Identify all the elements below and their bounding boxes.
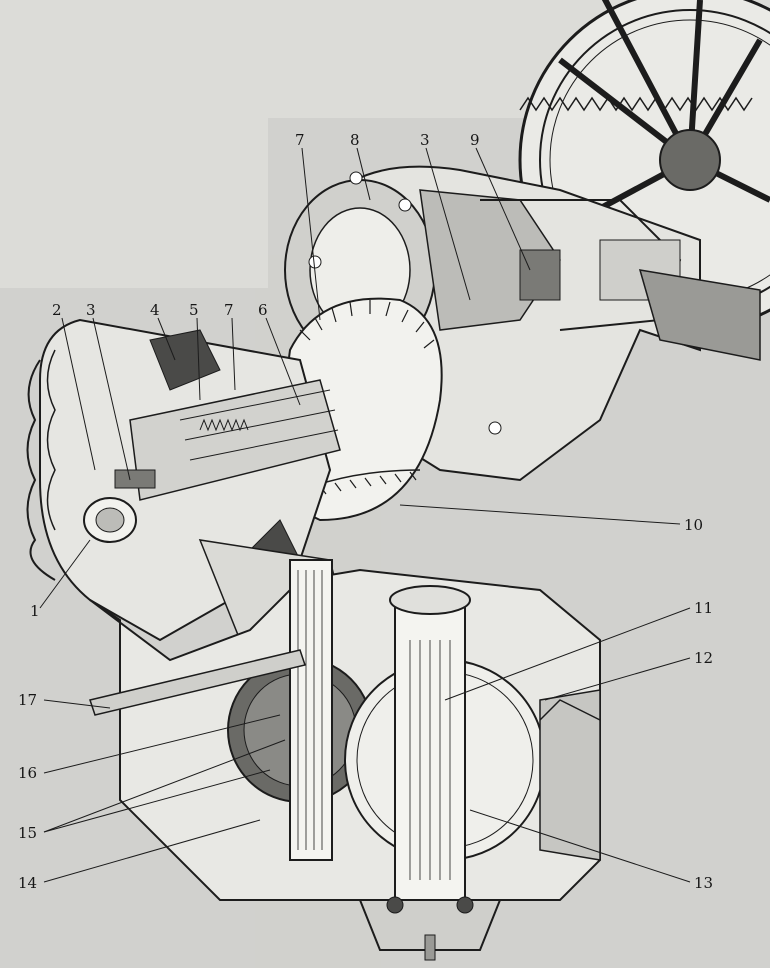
leader-15b xyxy=(43,769,271,833)
leader-10 xyxy=(399,504,681,525)
callout-label-1: 1 xyxy=(30,602,40,620)
leader-11 xyxy=(444,607,691,701)
callout-label-17: 17 xyxy=(18,691,37,709)
leader-12 xyxy=(544,657,691,701)
callout-label-3: 3 xyxy=(86,301,96,319)
callout-label-2: 2 xyxy=(52,301,62,319)
leader-13 xyxy=(469,809,691,883)
leader-3b xyxy=(425,147,471,301)
leader-15a xyxy=(43,739,286,833)
leader-5 xyxy=(196,317,201,401)
leader-7a xyxy=(231,317,236,391)
leader-6 xyxy=(265,317,301,406)
callout-label-12: 12 xyxy=(694,649,713,667)
callout-label-10: 10 xyxy=(684,516,703,534)
leader-14 xyxy=(43,819,261,883)
lower-gear-housing xyxy=(89,559,601,961)
callout-label-11: 11 xyxy=(694,599,713,617)
callout-label-14: 14 xyxy=(18,874,37,892)
callout-label-8: 8 xyxy=(350,131,360,149)
callout-label-3-upper: 3 xyxy=(420,131,430,149)
callout-label-16: 16 xyxy=(18,764,37,782)
leader-8 xyxy=(356,147,371,201)
leader-4 xyxy=(157,317,176,361)
callout-label-13: 13 xyxy=(694,874,713,892)
leader-2 xyxy=(61,317,96,471)
leader-3a xyxy=(92,317,131,481)
callout-labels: 2 3 4 5 7 6 7 8 3 9 10 11 12 13 1 17 16 … xyxy=(18,131,713,892)
leader-17 xyxy=(43,699,111,709)
leader-1 xyxy=(39,539,91,609)
callout-label-9: 9 xyxy=(470,131,480,149)
callout-label-7: 7 xyxy=(224,301,234,319)
callout-label-6: 6 xyxy=(258,301,268,319)
callout-label-4: 4 xyxy=(150,301,160,319)
callout-label-15: 15 xyxy=(18,824,37,842)
leader-7b xyxy=(301,147,321,321)
callout-label-5: 5 xyxy=(189,301,199,319)
leader-16 xyxy=(43,714,281,774)
callout-label-7-upper: 7 xyxy=(295,131,305,149)
leader-lines xyxy=(39,147,691,883)
leader-9 xyxy=(475,147,531,271)
